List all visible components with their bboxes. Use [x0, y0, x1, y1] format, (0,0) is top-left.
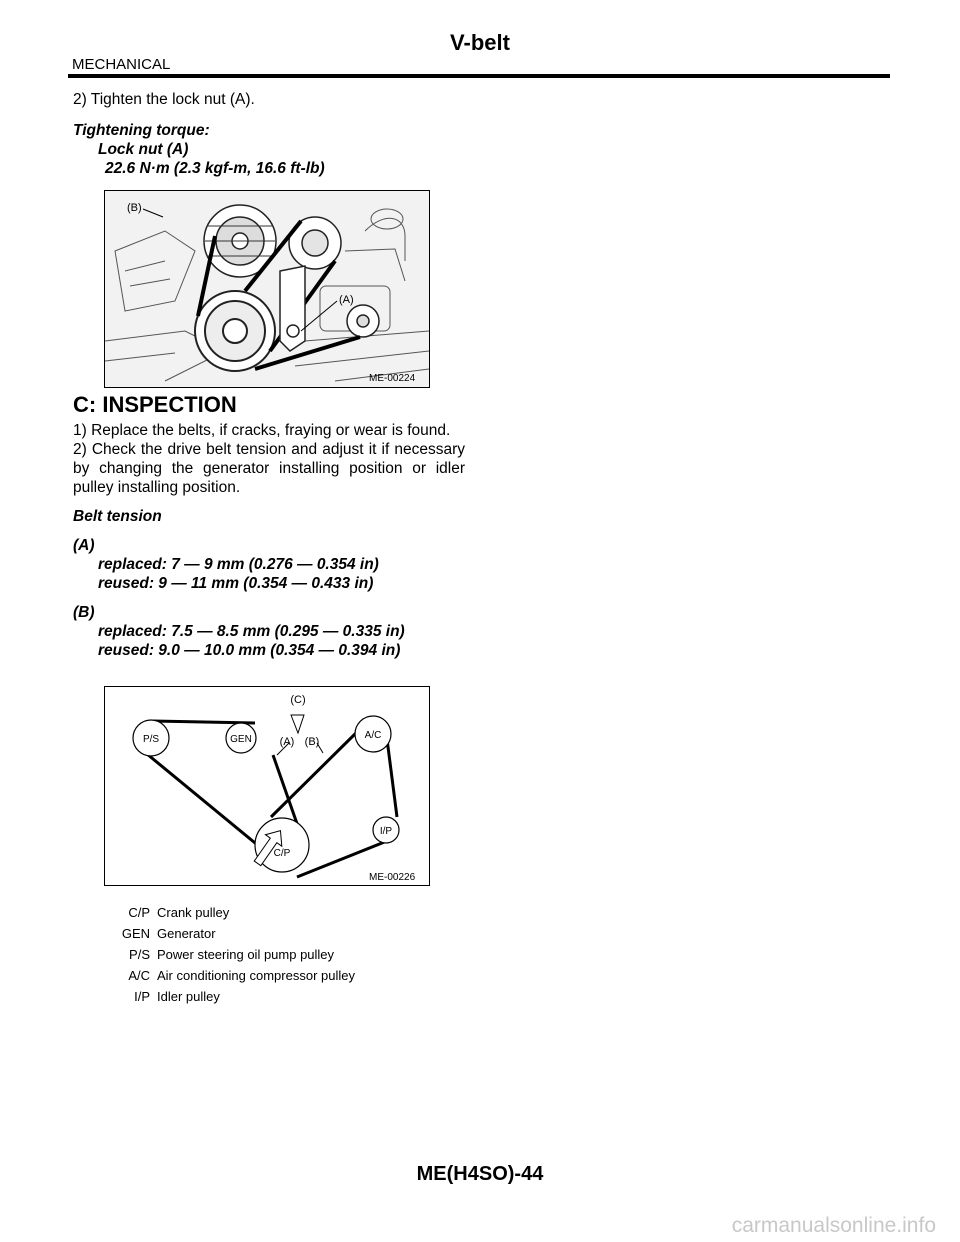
legend-row: GEN Generator: [100, 923, 355, 944]
legend-code: C/P: [128, 905, 150, 920]
fig2-label-a: (A): [280, 736, 295, 748]
belt-routing-diagram: (C) (A) (B) P/S GEN A/C I/P C/P ME-00226: [104, 686, 430, 886]
tension-a-label: (A): [73, 537, 95, 554]
inspection-step-1: 1) Replace the belts, if cracks, fraying…: [73, 422, 451, 439]
section-label: MECHANICAL: [72, 56, 171, 73]
belt-cp-ac: [269, 730, 359, 819]
fig2-label-b: (B): [305, 736, 320, 748]
belt-tension-heading: Belt tension: [73, 508, 162, 525]
fig1-id: ME-00224: [369, 373, 416, 384]
fig2-ps-label: P/S: [143, 734, 159, 745]
legend-code: GEN: [121, 926, 150, 941]
torque-item: Lock nut (A): [98, 141, 189, 158]
rotation-arrow-icon: [253, 829, 283, 867]
page-number: ME(H4SO)-44: [416, 1163, 544, 1185]
legend-desc: Crank pulley: [157, 905, 230, 920]
belt-routing-svg: (C) (A) (B) P/S GEN A/C I/P C/P ME-00226: [132, 694, 416, 883]
ps-pulley: [132, 719, 170, 757]
tension-a-replaced: replaced: 7 — 9 mm (0.276 — 0.354 in): [98, 556, 379, 573]
fig2-ip-label: I/P: [380, 826, 393, 837]
fig2-gen-label: GEN: [230, 734, 252, 745]
belt-cp-ip: [296, 839, 388, 879]
tension-b-label: (B): [73, 604, 95, 621]
fig2-label-c: (C): [290, 694, 305, 706]
legend-desc: Air conditioning compressor pulley: [157, 968, 355, 983]
fig2-id: ME-00226: [369, 872, 416, 883]
tension-a-reused: reused: 9 — 11 mm (0.354 — 0.433 in): [98, 575, 374, 592]
legend-code: A/C: [128, 968, 150, 983]
fig2-ac-label: A/C: [365, 730, 382, 741]
torque-value: 22.6 N·m (2.3 kgf-m, 16.6 ft-lb): [73, 159, 465, 178]
fig1-label-a: (A): [339, 294, 354, 306]
belt-ac-ip: [385, 738, 399, 818]
torque-heading: Tightening torque:: [73, 122, 210, 139]
header-rule: [68, 74, 890, 78]
ac-pulley: [354, 715, 392, 753]
section-heading-inspection: C: INSPECTION: [73, 392, 237, 417]
gen-pulley: [225, 722, 257, 754]
legend-row: P/S Power steering oil pump pulley: [100, 944, 355, 965]
belt-ps-gen: [152, 719, 256, 725]
inspection-step-2: 2) Check the drive belt tension and adju…: [73, 441, 465, 496]
fig2-cp-label: C/P: [274, 848, 291, 859]
page-title: V-belt: [450, 30, 510, 55]
legend-desc: Power steering oil pump pulley: [157, 947, 335, 962]
fig1-label-b: (B): [127, 202, 142, 214]
legend-row: I/P Idler pulley: [100, 986, 355, 1007]
pulley-legend: C/P Crank pulley GEN Generator P/S Power…: [100, 902, 355, 1007]
legend-row: C/P Crank pulley: [100, 902, 355, 923]
ip-pulley: [372, 816, 400, 844]
engine-illustration: (B) (A) ME-00224: [105, 191, 429, 387]
tension-b-reused: reused: 9.0 — 10.0 mm (0.354 — 0.394 in): [98, 642, 401, 659]
legend-desc: Idler pulley: [157, 989, 220, 1004]
engine-belt-figure: (B) (A) ME-00224: [104, 190, 430, 388]
legend-code: P/S: [129, 947, 150, 962]
lock-nut-instruction: 2) Tighten the lock nut (A).: [73, 91, 255, 108]
belt-ps-cp: [146, 752, 261, 849]
inspection-body: 1) Replace the belts, if cracks, fraying…: [73, 421, 465, 660]
legend-code: I/P: [134, 989, 150, 1004]
legend-row: A/C Air conditioning compressor pulley: [100, 965, 355, 986]
legend-desc: Generator: [157, 926, 216, 941]
torque-value-text: 22.6 N·m (2.3 kgf-m, 16.6 ft-lb): [105, 160, 325, 177]
measure-point-icon: [290, 714, 305, 735]
lock-nut-step: 2) Tighten the lock nut (A). Tightening …: [73, 90, 465, 178]
watermark: carmanualsonline.info: [731, 1214, 936, 1237]
tension-b-replaced: replaced: 7.5 — 8.5 mm (0.295 — 0.335 in…: [98, 623, 405, 640]
